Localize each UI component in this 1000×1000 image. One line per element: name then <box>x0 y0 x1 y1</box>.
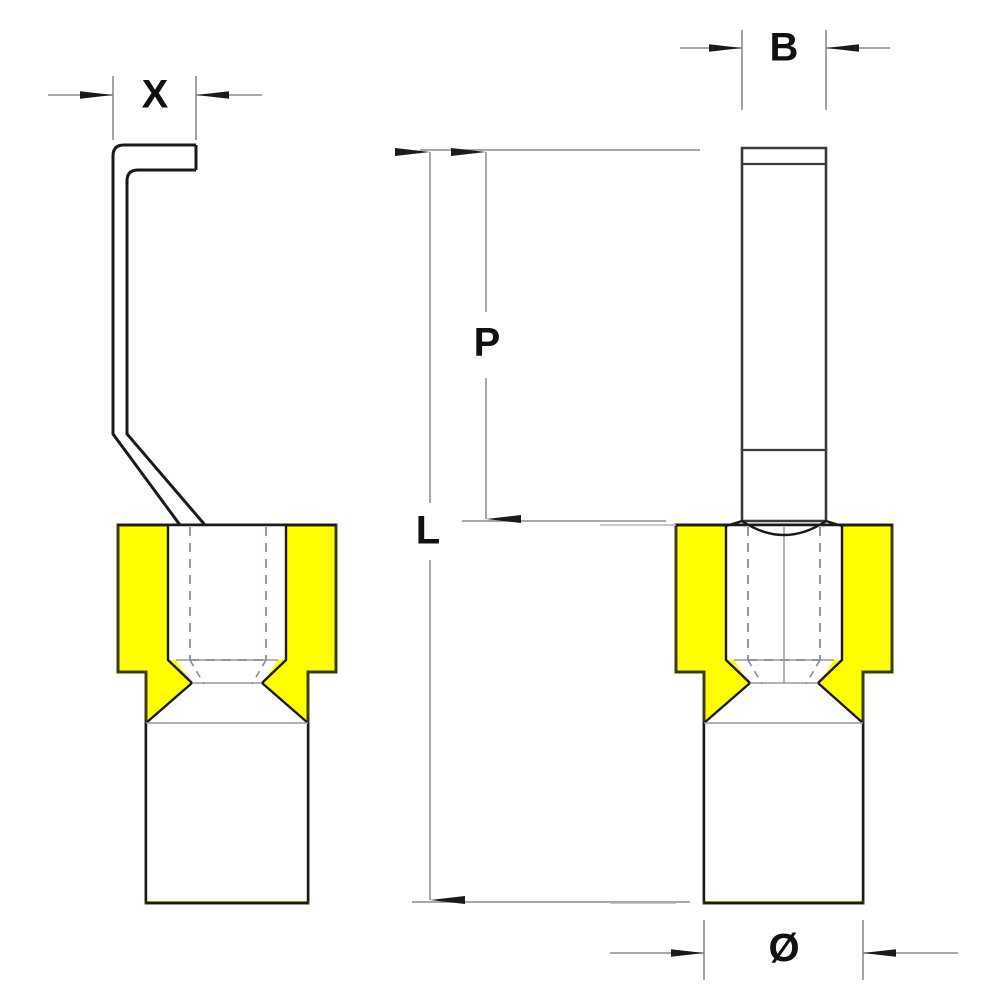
dimension-b-label: B <box>770 26 799 70</box>
dimension-diameter: Ø <box>610 920 958 980</box>
left-barrel-cavity-flare <box>146 660 308 901</box>
dimension-p-label: P <box>474 321 501 365</box>
right-pin-chamfer-right <box>825 519 843 528</box>
left-hidden-taper-right <box>251 659 267 685</box>
right-pin-base-arc <box>741 520 827 537</box>
dimension-l-label: L <box>416 509 440 553</box>
left-blade-inner-edge <box>125 168 207 526</box>
right-hidden-taper-right <box>805 659 821 685</box>
dimension-diameter-label: Ø <box>768 927 799 971</box>
right-view-pin-terminal <box>674 146 894 905</box>
left-barrel-cavity-upper <box>168 526 286 660</box>
left-view-flag-blade-terminal <box>111 143 338 905</box>
left-hidden-taper-left <box>189 659 205 685</box>
dimension-b: B <box>680 26 890 110</box>
right-barrel-cavity-flare <box>704 660 863 901</box>
dimension-p: P <box>420 148 700 523</box>
left-blade-outer-edge <box>111 143 196 526</box>
dimension-l: L <box>395 148 690 904</box>
right-pin-chamfer-left <box>725 519 743 528</box>
right-pin-shank <box>740 146 828 523</box>
right-hidden-taper-left <box>747 659 763 685</box>
dimension-x-label: X <box>142 73 169 117</box>
dimension-x: X <box>48 73 262 140</box>
